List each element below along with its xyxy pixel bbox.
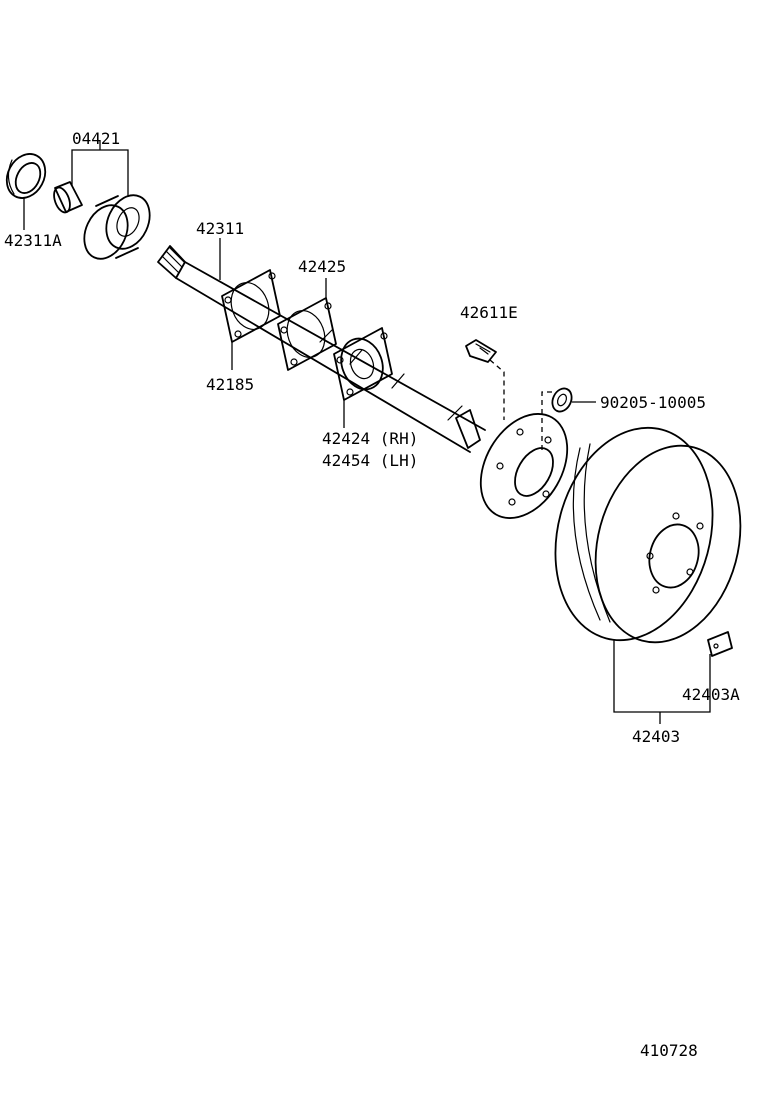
retainer-gasket-42185 [221, 269, 281, 343]
figure-number: 410728 [640, 1041, 698, 1060]
label-42311a: 42311A [4, 231, 62, 250]
oil-seal-42311a [5, 153, 47, 199]
brake-drum-42403 [554, 426, 742, 644]
axle-bearing [83, 194, 151, 260]
label-42424-rh: 42424 (RH) [322, 429, 418, 448]
gasket-42425 [277, 297, 337, 371]
washer-90205 [551, 387, 573, 413]
label-42611e: 42611E [460, 303, 518, 322]
label-42403: 42403 [632, 727, 680, 746]
axle-flange [479, 413, 569, 519]
label-42311: 42311 [196, 219, 244, 238]
bearing-retainer-plate [333, 327, 393, 401]
leader-lines [23, 140, 711, 724]
label-42425: 42425 [298, 257, 346, 276]
label-90205-10005: 90205-10005 [600, 393, 706, 412]
bearing-retainer-ring [53, 181, 83, 214]
label-42403a: 42403A [682, 685, 740, 704]
label-42185: 42185 [206, 375, 254, 394]
label-04421: 04421 [72, 129, 120, 148]
hub-bolt-42611e [465, 339, 497, 363]
hole-plug-42403a [707, 631, 733, 657]
rear-axle-shaft [157, 245, 486, 453]
label-42454-lh: 42454 (LH) [322, 451, 418, 470]
